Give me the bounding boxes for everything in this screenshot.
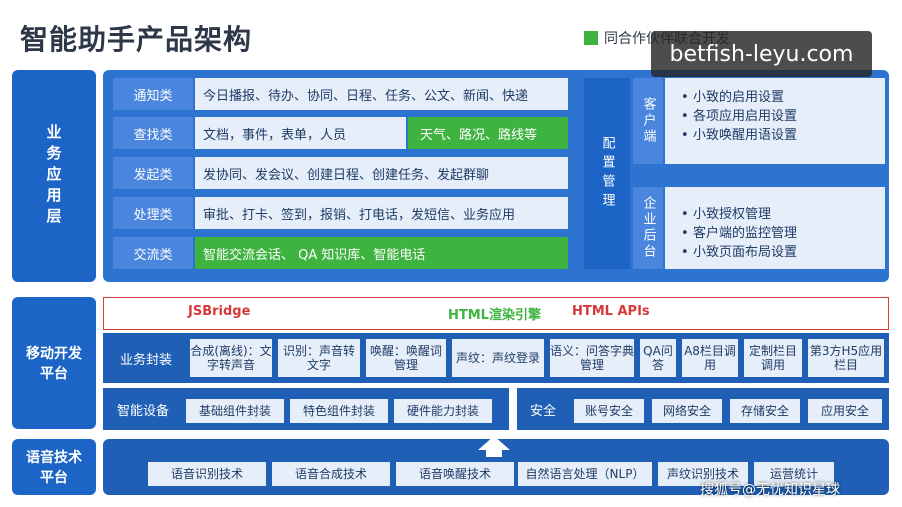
voice-cell: 自然语言处理（NLP）	[518, 462, 652, 486]
html-engine-label: HTML渲染引擎	[448, 308, 541, 323]
up-arrow-icon	[478, 436, 510, 450]
config-management-label: 配置管理	[584, 78, 630, 269]
smart-device-label: 智能设备	[116, 403, 169, 419]
voice-cell: 语音唤醒技术	[396, 462, 514, 486]
voice-cell: 运营统计	[754, 462, 834, 486]
business-cell: 语义：问答字典管理	[550, 339, 634, 377]
legend-swatch	[584, 31, 598, 45]
html-engine-bar: JSBridge HTML渲染引擎 HTML APIs	[103, 297, 889, 330]
security-cell: 网络安全	[652, 399, 722, 423]
business-cell: 识别：声音转文字	[278, 339, 360, 377]
business-cell: 第3方H5应用栏目	[808, 339, 884, 377]
row-label-process: 处理类	[113, 197, 193, 229]
row-content-search: 文档，事件，表单，人员	[195, 117, 406, 149]
device-cell: 硬件能力封装	[394, 399, 492, 423]
enterprise-settings-list: 小致授权管理 客户端的监控管理 小致页面布局设置	[665, 187, 885, 269]
watermark-bottom: 搜狐号@无忧知识星球	[700, 482, 840, 498]
device-cell: 特色组件封装	[290, 399, 388, 423]
voice-cell: 语音识别技术	[148, 462, 266, 486]
security-cell: 账号安全	[574, 399, 644, 423]
business-cell: QA问答	[640, 339, 676, 377]
business-cell: 唤醒：唤醒词管理	[366, 339, 446, 377]
voice-cell: 声纹识别技术	[658, 462, 748, 486]
enterprise-setting-item: 小致页面布局设置	[681, 243, 885, 262]
security-cell: 应用安全	[808, 399, 882, 423]
security-label: 安全	[529, 403, 556, 419]
row-content-initiate: 发协同、发会议、创建日程、创建任务、发起群聊	[195, 157, 568, 189]
row-label-search: 查找类	[113, 117, 193, 149]
client-setting-item: 小致的启用设置	[681, 88, 885, 107]
business-cell: 声纹：声纹登录	[452, 339, 544, 377]
row-content-communicate: 智能交流会话、 QA 知识库、智能电话	[195, 237, 568, 269]
client-label: 客户端	[633, 78, 663, 164]
enterprise-label: 企业后台	[633, 187, 663, 269]
row-label-initiate: 发起类	[113, 157, 193, 189]
mobile-layer-label: 移动开发平台	[12, 297, 96, 429]
page-title: 智能助手产品架构	[20, 23, 253, 56]
row-label-notify: 通知类	[113, 78, 193, 110]
voice-layer-label: 语音技术平台	[12, 439, 96, 495]
html-apis-label: HTML APIs	[572, 304, 650, 319]
business-layer-label: 业务应用层	[12, 70, 96, 282]
security-cell: 存储安全	[730, 399, 800, 423]
enterprise-setting-item: 小致授权管理	[681, 205, 885, 224]
jsbridge-label: JSBridge	[188, 304, 251, 319]
row-label-communicate: 交流类	[113, 237, 193, 269]
row-content-notify: 今日播报、待办、协同、日程、任务、公文、新闻、快递	[195, 78, 568, 110]
client-setting-item: 小致唤醒用语设置	[681, 126, 885, 145]
business-cell: A8栏目调用	[682, 339, 738, 377]
business-cell: 合成(离线)：文字转声音	[190, 339, 272, 377]
watermark-banner: betfish-leyu.com	[651, 31, 872, 77]
device-cell: 基础组件封装	[186, 399, 284, 423]
enterprise-setting-item: 客户端的监控管理	[681, 224, 885, 243]
row-partner-search: 天气、路况、路线等	[408, 117, 568, 149]
client-setting-item: 各项应用启用设置	[681, 107, 885, 126]
client-settings-list: 小致的启用设置 各项应用启用设置 小致唤醒用语设置	[665, 78, 885, 164]
business-encapsulation-label: 业务封装	[119, 352, 172, 368]
row-content-process: 审批、打卡、签到，报销、打电话，发短信、业务应用	[195, 197, 568, 229]
business-cell: 定制栏目调用	[744, 339, 802, 377]
up-arrow-stem	[486, 449, 502, 457]
voice-cell: 语音合成技术	[272, 462, 390, 486]
